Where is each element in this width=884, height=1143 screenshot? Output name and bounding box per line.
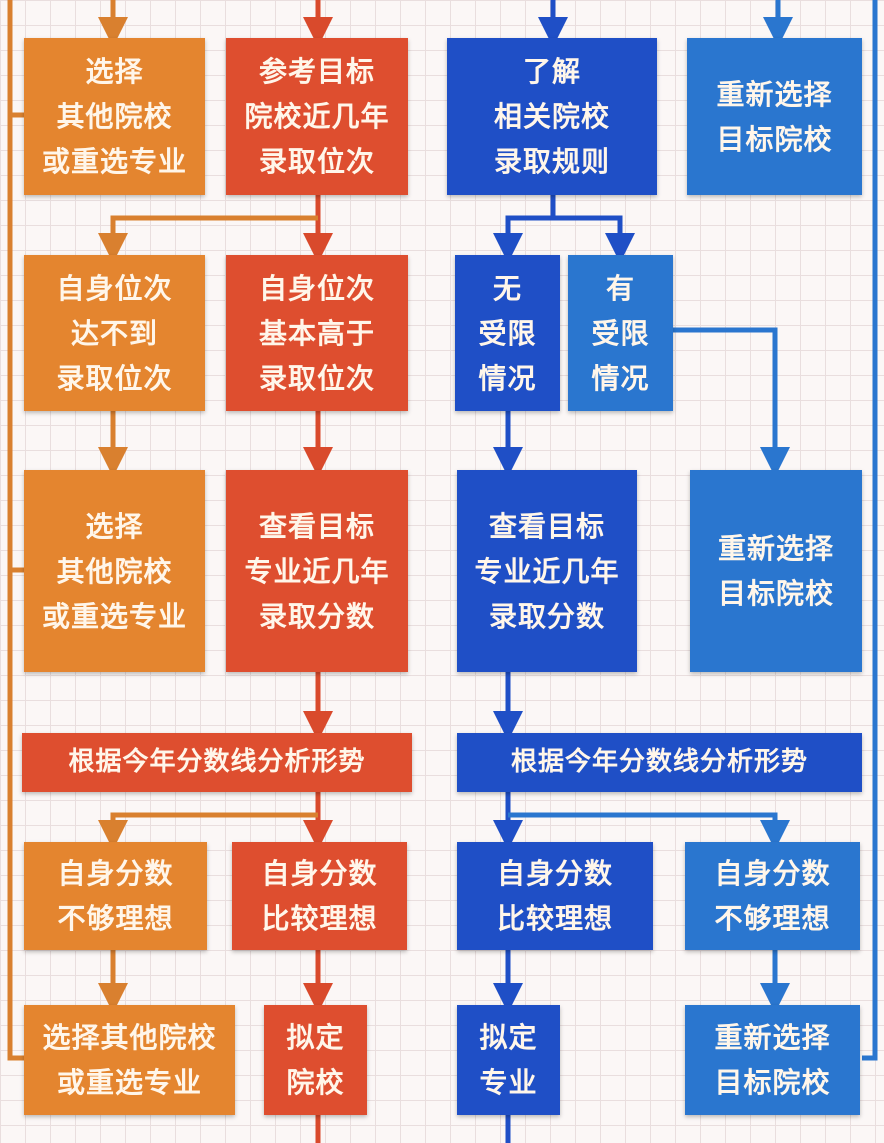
lightblue-has-restriction: 有 受限 情况 (568, 255, 673, 411)
lightblue-score-not-ideal: 自身分数 不够理想 (685, 842, 860, 950)
blue-decide-major: 拟定 专业 (457, 1005, 560, 1115)
red-rank-above: 自身位次 基本高于 录取位次 (226, 255, 408, 411)
red-analysis-banner: 根据今年分数线分析形势 (22, 733, 412, 792)
orange-rank-not-reached: 自身位次 达不到 录取位次 (24, 255, 205, 411)
orange-choose-other-school-1: 选择 其他院校 或重选专业 (24, 38, 205, 195)
blue-no-restriction: 无 受限 情况 (455, 255, 560, 411)
red-score-ideal: 自身分数 比较理想 (232, 842, 407, 950)
red-decide-school: 拟定 院校 (264, 1005, 367, 1115)
blue-learn-rules: 了解 相关院校 录取规则 (447, 38, 657, 195)
orange-choose-other-school-3: 选择其他院校 或重选专业 (24, 1005, 235, 1115)
orange-choose-other-school-2: 选择 其他院校 或重选专业 (24, 470, 205, 672)
blue-score-ideal: 自身分数 比较理想 (457, 842, 653, 950)
red-check-major-scores: 查看目标 专业近几年 录取分数 (226, 470, 408, 672)
lightblue-reselect-school-1: 重新选择 目标院校 (687, 38, 862, 195)
lightblue-reselect-school-2: 重新选择 目标院校 (690, 470, 862, 672)
blue-analysis-banner: 根据今年分数线分析形势 (457, 733, 862, 792)
blue-check-major-scores: 查看目标 专业近几年 录取分数 (457, 470, 637, 672)
lightblue-reselect-school-3: 重新选择 目标院校 (685, 1005, 860, 1115)
orange-score-not-ideal: 自身分数 不够理想 (24, 842, 207, 950)
red-reference-rank: 参考目标 院校近几年 录取位次 (226, 38, 408, 195)
